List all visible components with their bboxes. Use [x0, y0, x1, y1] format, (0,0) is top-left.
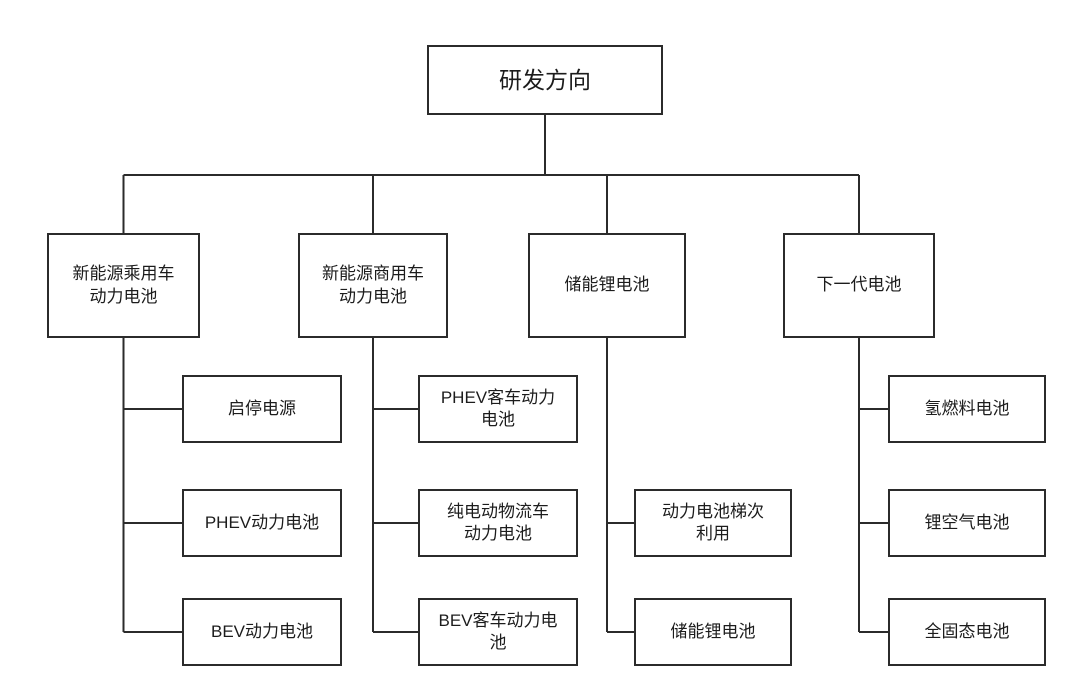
node-branch-3[interactable]: 下一代电池 — [783, 233, 935, 338]
node-leaf-1-1[interactable]: 纯电动物流车 动力电池 — [418, 489, 578, 557]
node-leaf-3-2-label: 全固态电池 — [924, 621, 1010, 641]
node-leaf-2-0[interactable]: 动力电池梯次 利用 — [634, 489, 792, 557]
node-leaf-1-2-label: BEV客车动力电 池 — [438, 610, 558, 652]
node-branch-1-label: 新能源商用车 动力电池 — [322, 264, 424, 306]
node-leaf-3-0[interactable]: 氢燃料电池 — [888, 375, 1046, 443]
node-leaf-0-2[interactable]: BEV动力电池 — [182, 598, 342, 666]
node-branch-2[interactable]: 储能锂电池 — [528, 233, 686, 338]
node-leaf-3-2[interactable]: 全固态电池 — [888, 598, 1046, 666]
node-branch-0[interactable]: 新能源乘用车 动力电池 — [47, 233, 200, 338]
node-root[interactable]: 研发方向 — [427, 45, 663, 115]
node-leaf-0-1-label: PHEV动力电池 — [204, 512, 320, 532]
node-leaf-3-1-label: 锂空气电池 — [924, 512, 1010, 532]
node-leaf-0-0[interactable]: 启停电源 — [182, 375, 342, 443]
node-leaf-0-0-label: 启停电源 — [228, 398, 296, 418]
node-leaf-2-1-label: 储能锂电池 — [670, 621, 756, 641]
node-leaf-1-0[interactable]: PHEV客车动力 电池 — [418, 375, 578, 443]
node-root-label: 研发方向 — [499, 66, 591, 93]
node-leaf-3-0-label: 氢燃料电池 — [924, 398, 1010, 418]
node-leaf-1-2[interactable]: BEV客车动力电 池 — [418, 598, 578, 666]
node-branch-2-label: 储能锂电池 — [564, 275, 650, 295]
node-branch-0-label: 新能源乘用车 动力电池 — [72, 264, 175, 306]
node-branch-1[interactable]: 新能源商用车 动力电池 — [298, 233, 448, 338]
node-leaf-2-0-label: 动力电池梯次 利用 — [662, 501, 764, 543]
node-leaf-1-1-label: 纯电动物流车 动力电池 — [447, 501, 549, 543]
node-leaf-0-1[interactable]: PHEV动力电池 — [182, 489, 342, 557]
node-leaf-2-1[interactable]: 储能锂电池 — [634, 598, 792, 666]
node-leaf-0-2-label: BEV动力电池 — [210, 621, 314, 641]
node-leaf-1-0-label: PHEV客车动力 电池 — [440, 387, 556, 429]
node-leaf-3-1[interactable]: 锂空气电池 — [888, 489, 1046, 557]
node-branch-3-label: 下一代电池 — [816, 275, 902, 295]
